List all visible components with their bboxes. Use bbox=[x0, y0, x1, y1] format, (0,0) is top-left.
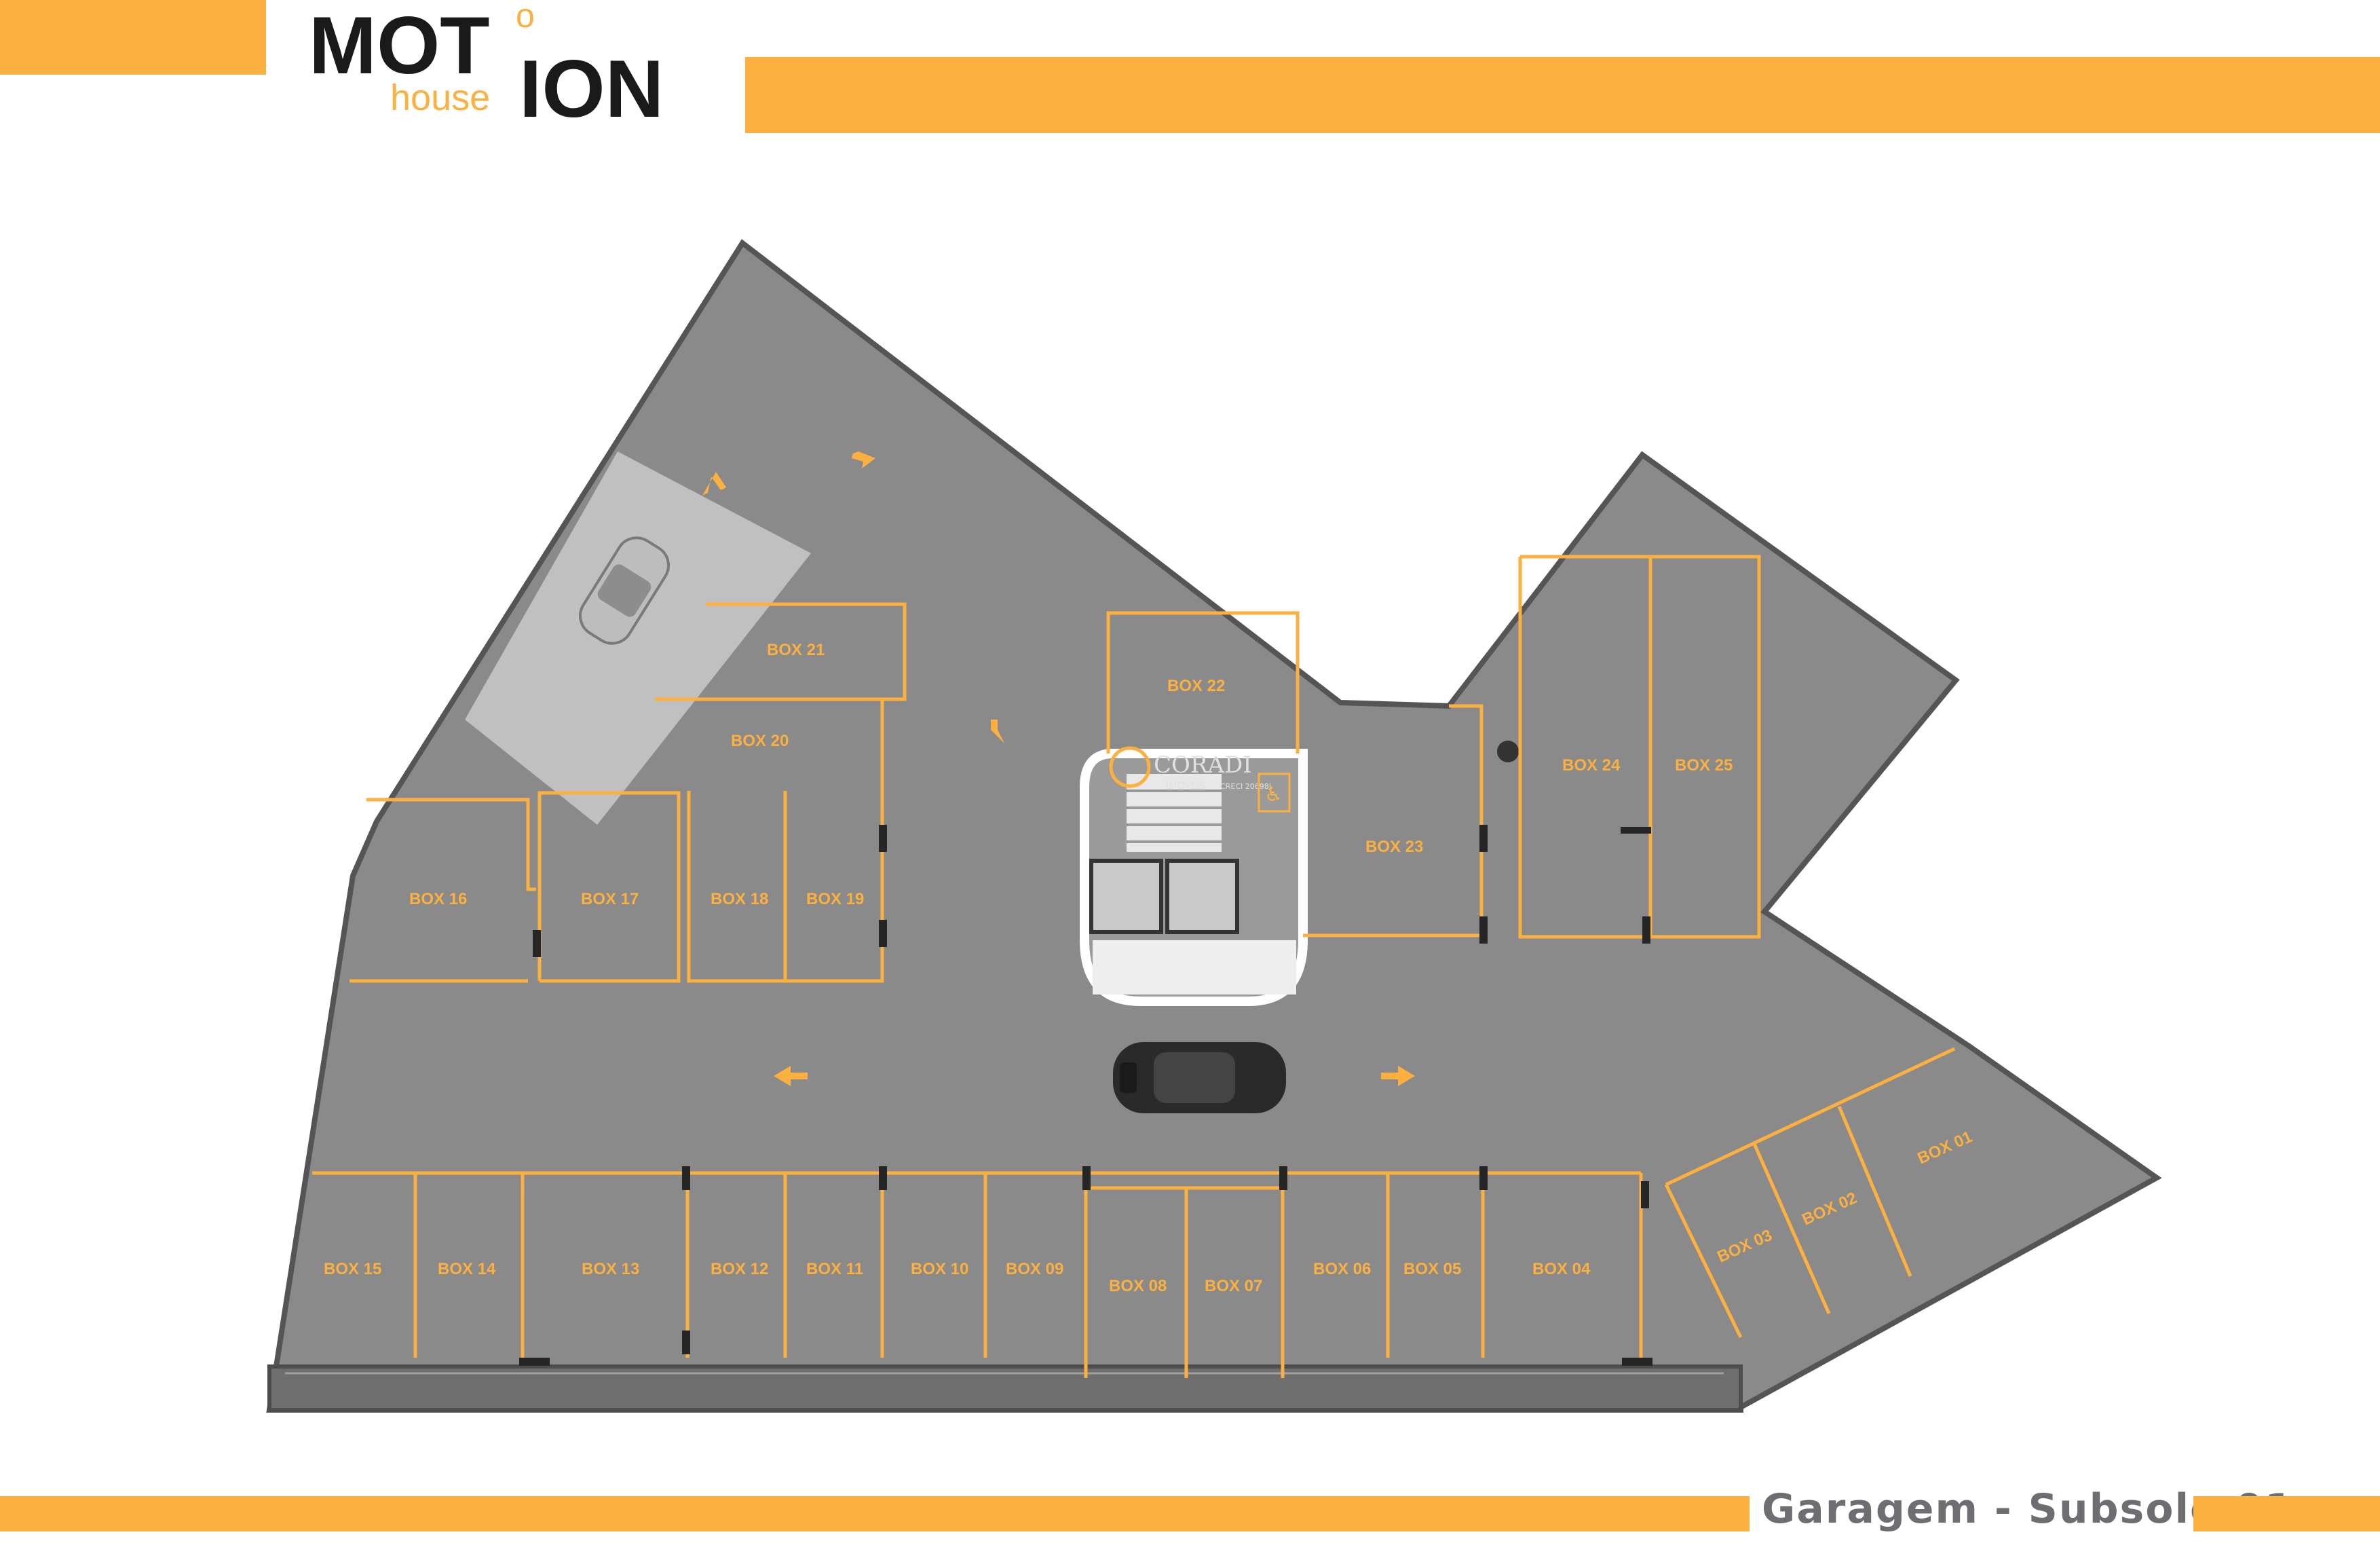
column bbox=[1497, 741, 1519, 762]
box-05-label: BOX 05 bbox=[1403, 1260, 1461, 1278]
box-12-label: BOX 12 bbox=[711, 1260, 768, 1278]
stairs bbox=[1127, 774, 1222, 852]
wheelchair-icon: ♿ bbox=[1258, 773, 1291, 813]
box-20-label: BOX 20 bbox=[731, 732, 789, 750]
parking-lines bbox=[312, 555, 1956, 1378]
box-23-label: BOX 23 bbox=[1365, 838, 1423, 856]
box-17-label: BOX 17 bbox=[581, 890, 639, 908]
motion-house-logo: MOT o house ION bbox=[309, 0, 664, 134]
box-15-label: BOX 15 bbox=[324, 1260, 381, 1278]
elevator-1 bbox=[1089, 859, 1163, 934]
box-11-label: BOX 11 bbox=[806, 1260, 863, 1278]
logo-house: house bbox=[390, 77, 490, 118]
box-06-label: BOX 06 bbox=[1313, 1260, 1371, 1278]
box-13-label: BOX 13 bbox=[582, 1260, 639, 1278]
box-08-label: BOX 08 bbox=[1109, 1277, 1167, 1295]
box-14-label: BOX 14 bbox=[438, 1260, 496, 1278]
logo-mot: MOT bbox=[309, 0, 490, 91]
svg-text:♿: ♿ bbox=[1264, 783, 1283, 806]
box-07-label: BOX 07 bbox=[1205, 1277, 1262, 1295]
box-18-label: BOX 18 bbox=[711, 890, 768, 908]
footer-bar-right bbox=[2193, 1496, 2380, 1531]
lobby-floor bbox=[1093, 940, 1296, 994]
box-21-label: BOX 21 bbox=[767, 641, 825, 659]
box-25-label: BOX 25 bbox=[1675, 756, 1733, 775]
svg-text:CRECI 20698J: CRECI 20698J bbox=[1220, 782, 1271, 791]
header-bar-right bbox=[745, 57, 2380, 133]
elevator-2 bbox=[1165, 859, 1239, 934]
box-16-label: BOX 16 bbox=[409, 890, 467, 908]
coradi-watermark: CORADI IMÓVEIS CRECI 20698J bbox=[1109, 746, 1271, 792]
box-22-label: BOX 22 bbox=[1167, 677, 1225, 695]
svg-text:CORADI: CORADI bbox=[1154, 751, 1252, 779]
direction-arrow-icon bbox=[702, 451, 1415, 1086]
wall-markers bbox=[519, 825, 1652, 1366]
car-icon-center bbox=[1113, 1042, 1286, 1113]
box-10-label: BOX 10 bbox=[911, 1260, 968, 1278]
box-04-label: BOX 04 bbox=[1532, 1260, 1591, 1278]
box-19-label: BOX 19 bbox=[806, 890, 864, 908]
entry-ramp bbox=[465, 451, 811, 825]
header-bar-left bbox=[0, 0, 266, 75]
svg-text:IMÓVEIS: IMÓVEIS bbox=[1166, 779, 1206, 792]
car-icon bbox=[579, 536, 670, 645]
footer-bar-left bbox=[0, 1496, 1750, 1531]
logo-ion: ION bbox=[519, 43, 664, 134]
box-09-label: BOX 09 bbox=[1006, 1260, 1063, 1278]
svg-text:MOT: MOT bbox=[309, 0, 490, 91]
box-24-label: BOX 24 bbox=[1562, 756, 1621, 775]
logo-dot: o bbox=[516, 0, 535, 35]
